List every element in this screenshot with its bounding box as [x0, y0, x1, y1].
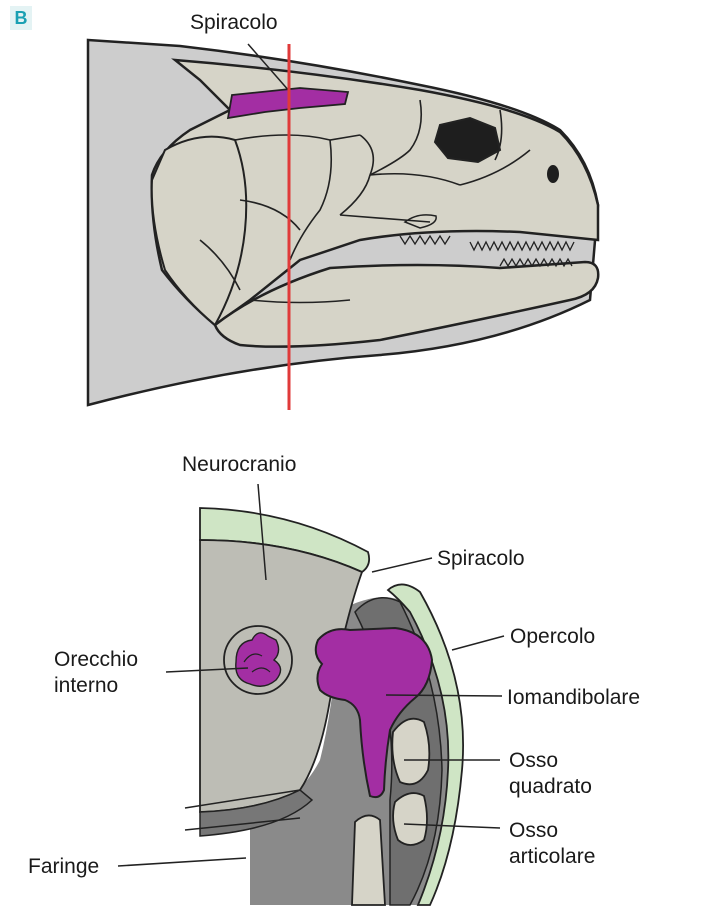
label-quadrate-2: quadrato	[509, 774, 592, 799]
label-inner-ear-2: interno	[54, 673, 118, 698]
leader-hyomandibular	[386, 695, 502, 696]
label-spiracle: Spiracolo	[437, 546, 525, 571]
fish-head-lateral	[88, 40, 598, 410]
label-articular-2: articolare	[509, 844, 595, 869]
leader-operculum	[452, 636, 504, 650]
quadrate-bone	[392, 719, 429, 785]
label-neurocranium: Neurocranio	[182, 452, 296, 477]
leader-spiracle	[372, 558, 432, 572]
leader-pharynx	[118, 858, 246, 866]
gill-arch	[352, 815, 385, 905]
articular-bone	[393, 793, 427, 845]
label-hyomandibular: Iomandibolare	[507, 685, 640, 710]
label-spiracle-top: Spiracolo	[190, 10, 278, 35]
label-operculum: Opercolo	[510, 624, 595, 649]
label-quadrate-1: Osso	[509, 748, 558, 773]
label-inner-ear-1: Orecchio	[54, 647, 138, 672]
nostril	[547, 165, 559, 183]
label-articular-1: Osso	[509, 818, 558, 843]
label-pharynx: Faringe	[28, 854, 99, 879]
